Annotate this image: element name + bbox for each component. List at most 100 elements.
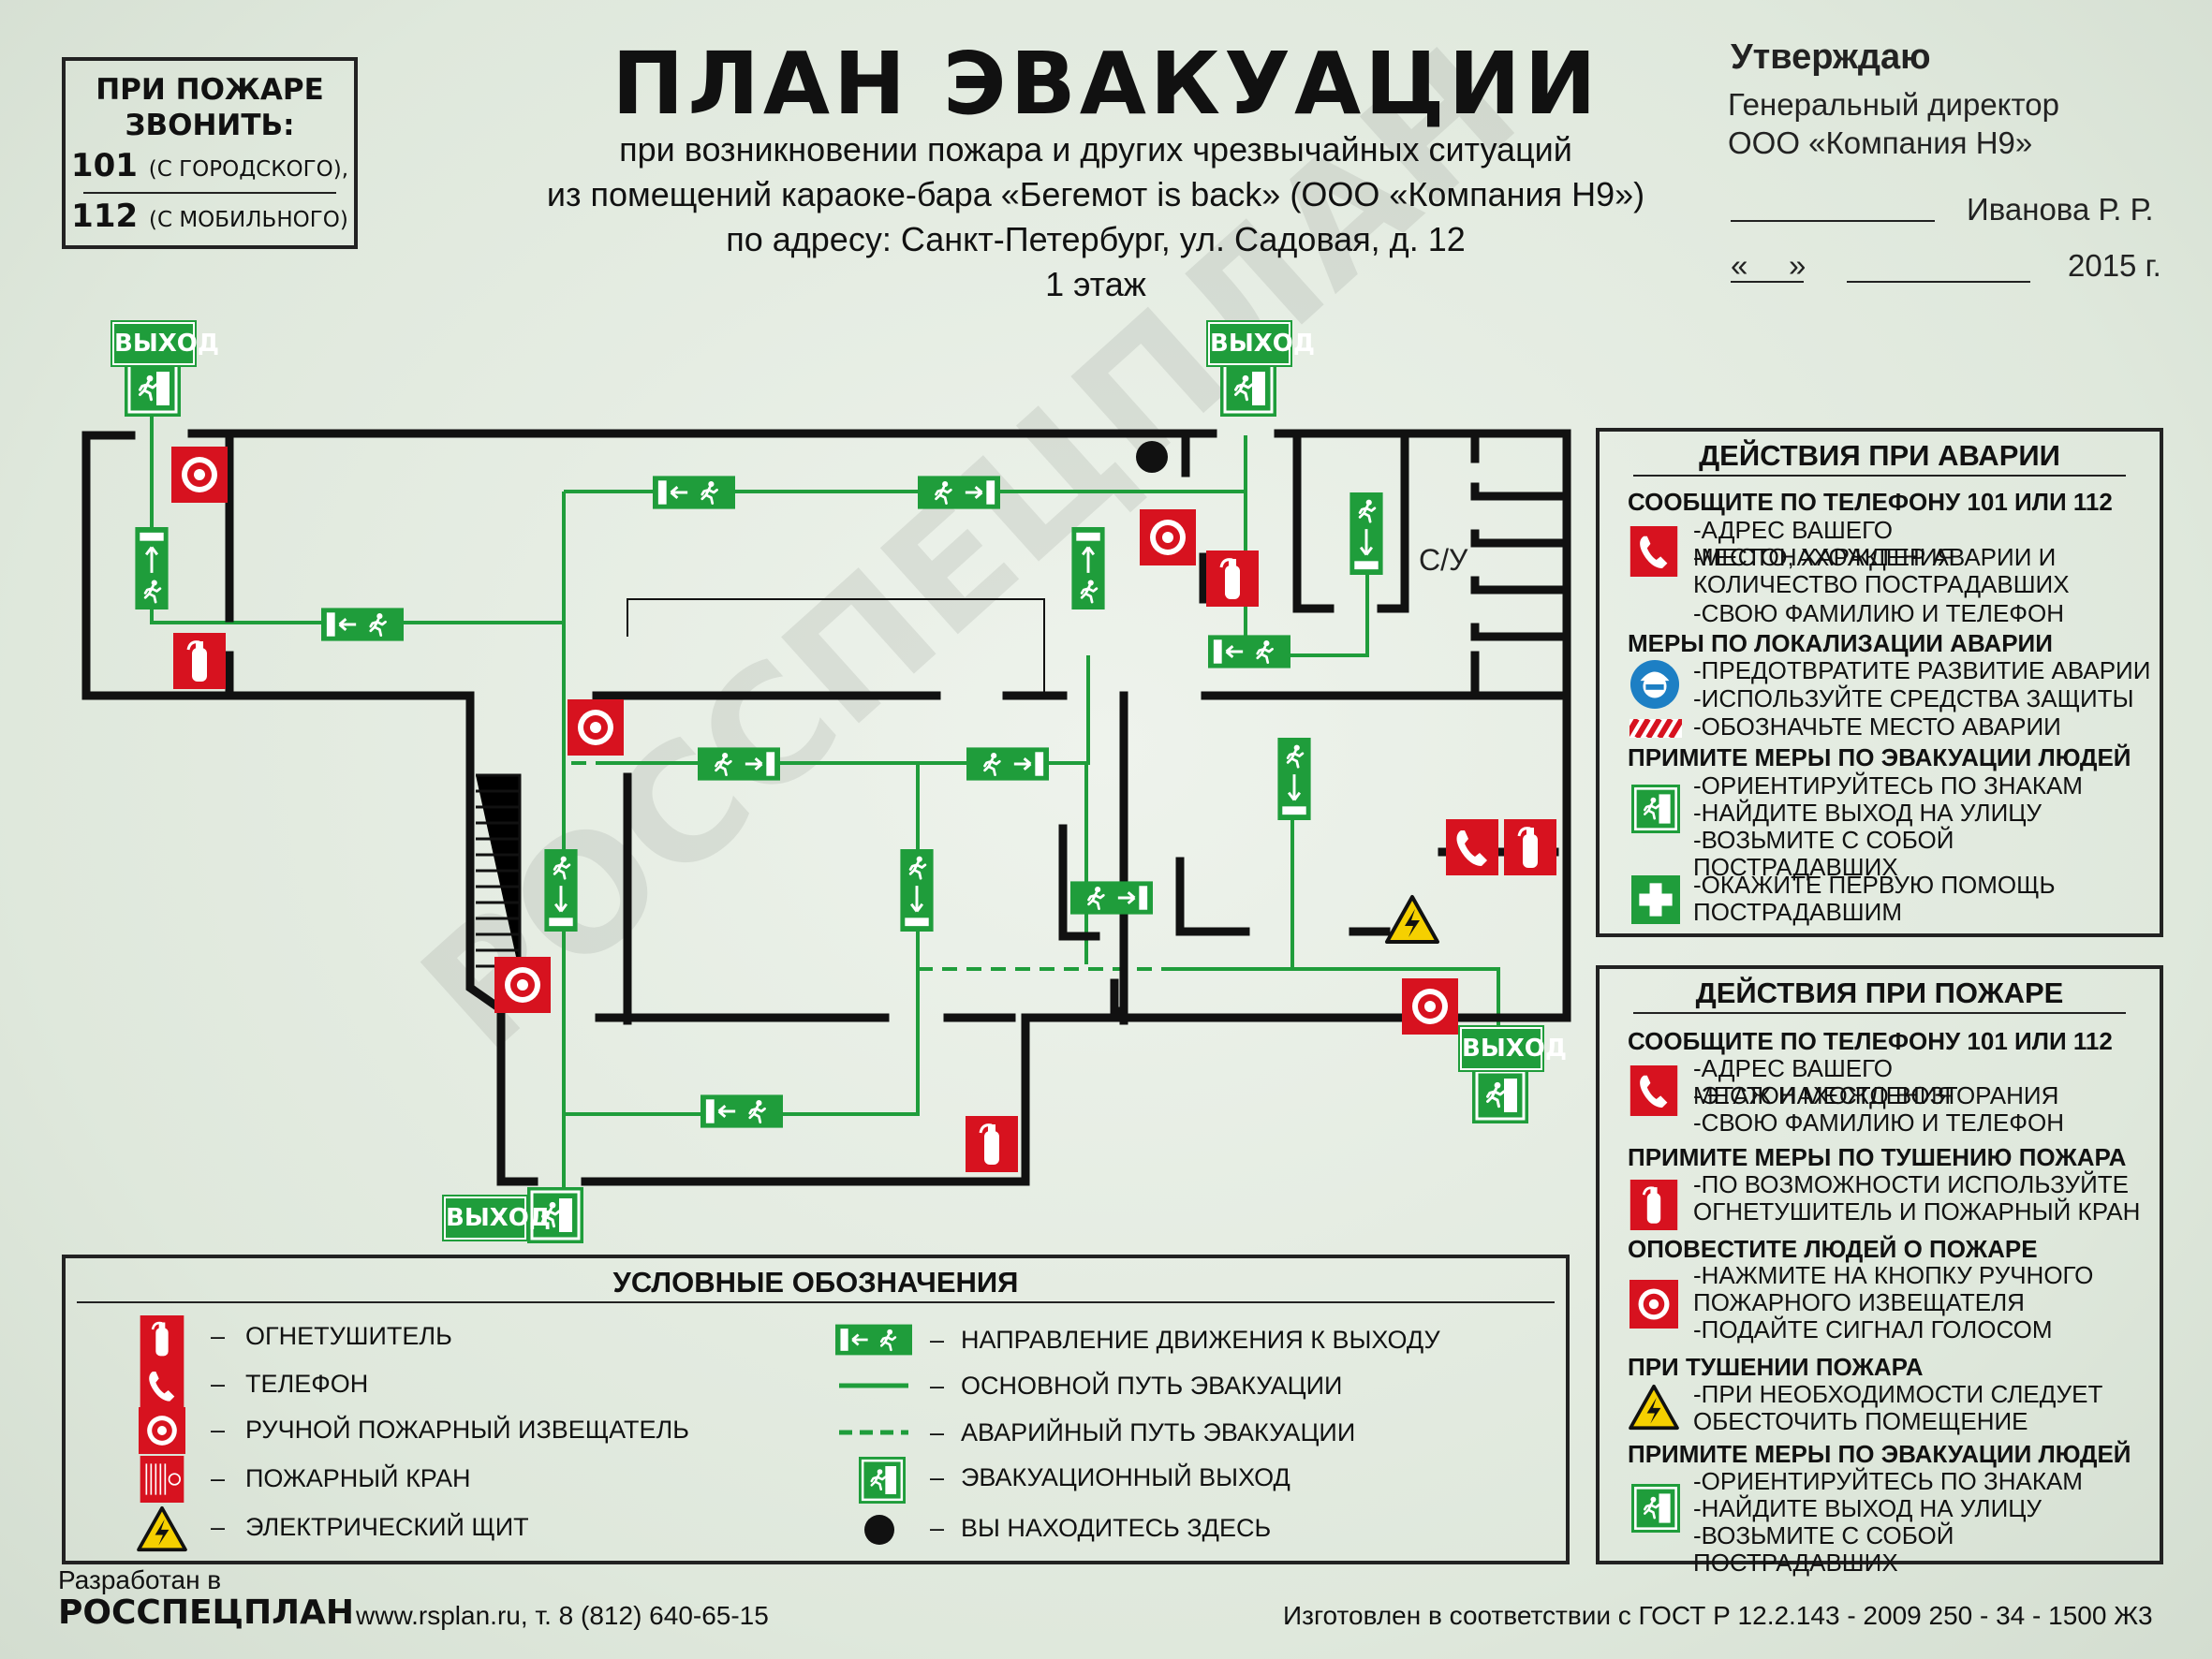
fire-actions-panel: ДЕЙСТВИЯ ПРИ ПОЖАРЕ СООБЩИТЕ ПО ТЕЛЕФОНУ… [1596,965,2163,1577]
direction-down-icon [1277,738,1310,820]
exit-label: ВЫХОД [1208,322,1315,365]
legend-dash: – [930,1418,945,1446]
direction-right-icon [966,747,1049,780]
extinguisher-icon [1205,551,1260,607]
subtitle-line: по адресу: Санкт-Петербург, ул. Садовая,… [726,220,1466,258]
panel-title: ДЕЙСТВИЯ ПРИ АВАРИИ [1633,432,2126,477]
panel-item: -ОРИЕНТИРУЙТЕСЬ ПО ЗНАКАМ [1693,771,2083,800]
direction-down-icon [544,849,577,932]
panel-item: -ПРИ НЕОБХОДИМОСТИ СЛЕДУЕТ [1693,1380,2103,1408]
you-are-here-marker [1136,441,1168,473]
divider [83,192,336,194]
emergency-number: 112 [71,198,139,235]
floor-label: 1 этаж [1045,265,1146,303]
standard-note: Изготовлен в соответствии с ГОСТ Р 12.2.… [1283,1601,2153,1630]
legend-label: ОГНЕТУШИТЕЛЬ [245,1322,452,1350]
subtitle-line: при возникновении пожара и других чрезвы… [619,130,1572,169]
panel-item: -ОКАЖИТЕ ПЕРВУЮ ПОМОЩЬ [1693,871,2056,899]
direction-left-icon [321,608,404,640]
legend-dash: – [211,1513,226,1541]
legend-dash: – [930,1514,945,1542]
exit-icon [1220,360,1276,417]
signature-line [1731,220,1935,222]
exit-label: ВЫХОД [444,1197,551,1240]
legend-dash: – [211,1416,226,1444]
legend-label: НАПРАВЛЕНИЕ ДВИЖЕНИЯ К ВЫХОДУ [961,1326,1440,1354]
panel-item: -АДРЕС ВАШЕГО МЕСТОНАХОЖДЕНИЯ [1693,1054,1955,1109]
contacts: www.rsplan.ru, т. 8 (812) 640-65-15 [356,1601,769,1630]
date-month-line [1847,281,2030,283]
exit-label: ВЫХОД [112,322,219,365]
emergency-call-title: ПРИ ПОЖАРЕ ЗВОНИТЬ: [96,73,324,142]
panel-item: -ВОЗЬМИТЕ С СОБОЙ ПОСТРАДАВШИХ [1693,1521,1954,1577]
panel-title: ДЕЙСТВИЯ ПРИ ПОЖАРЕ [1633,969,2126,1014]
panel-heading: ПРИМИТЕ МЕРЫ ПО ЭВАКУАЦИИ ЛЮДЕЙ [1628,743,2131,771]
approval-name: Иванова Р. Р. [1967,192,2154,227]
panel-item: -НАЖМИТЕ НА КНОПКУ РУЧНОГО [1693,1261,2094,1289]
panel-item: -ВОЗЬМИТЕ С СОБОЙ ПОСТРАДАВШИХ [1693,826,1954,881]
panel-heading: МЕРЫ ПО ЛОКАЛИЗАЦИИ АВАРИИ [1628,629,2053,657]
panel-item: ПОСТРАДАВШИМ [1693,898,1902,926]
legend-you-are-here-icon [864,1515,894,1545]
panel-item: ПОЖАРНОГО ИЗВЕЩАТЕЛЯ [1693,1288,2025,1316]
legend-dash: – [930,1463,945,1491]
panel-heading: СООБЩИТЕ ПО ТЕЛЕФОНУ 101 ИЛИ 112 [1628,1027,2113,1055]
legend-title: УСЛОВНЫЕ ОБОЗНАЧЕНИЯ [77,1258,1555,1303]
emergency-call-box: ПРИ ПОЖАРЕ ЗВОНИТЬ: 101 (С ГОРОДСКОГО), … [62,57,358,249]
panel-heading: ОПОВЕСТИТЕ ЛЮДЕЙ О ПОЖАРЕ [1628,1235,2038,1263]
direction-up-icon [1071,527,1104,609]
emergency-note: (С ГОРОДСКОГО), [148,157,349,182]
panel-item: -МЕСТО, ХАРАКТЕР АВАРИИ И [1693,543,2057,571]
panel-item: -ПО ВОЗМОЖНОСТИ ИСПОЛЬЗУЙТЕ [1693,1170,2129,1198]
panel-heading: ПРИМИТЕ МЕРЫ ПО ЭВАКУАЦИИ ЛЮДЕЙ [1628,1440,2131,1468]
direction-left-icon [700,1094,783,1127]
panel-item: -ПОДАЙТЕ СИГНАЛ ГОЛОСОМ [1693,1315,2053,1343]
direction-down-icon [900,849,933,932]
panel-item: -НАЙДИТЕ ВЫХОД НА УЛИЦУ [1693,1494,2042,1522]
exit-label: ВЫХОД [1460,1027,1567,1070]
walls [81,429,1571,1186]
direction-right-icon [918,476,1000,508]
date-day-line [1731,281,1804,283]
direction-left-icon [1208,635,1290,668]
approval-position: Генеральный директор [1728,87,2059,122]
legend-dash: – [211,1464,226,1492]
panel-item: ОБЕСТОЧИТЬ ПОМЕЩЕНИЕ [1693,1407,2028,1435]
electric-panel-icon [1385,895,1439,944]
legend-label: ПОЖАРНЫЙ КРАН [245,1464,471,1492]
approval-year: 2015 г. [2068,248,2161,283]
legend-label: ВЫ НАХОДИТЕСЬ ЗДЕСЬ [961,1514,1272,1542]
exit-icon [1472,1067,1528,1123]
panel-heading: ПРИМИТЕ МЕРЫ ПО ТУШЕНИЮ ПОЖАРА [1628,1143,2127,1171]
legend-label: АВАРИЙНЫЙ ПУТЬ ЭВАКУАЦИИ [961,1418,1356,1446]
extinguisher-icon [1503,819,1557,875]
panel-item: -ИСПОЛЬЗУЙТЕ СРЕДСТВА ЗАЩИТЫ [1693,684,2134,712]
legend-label: РУЧНОЙ ПОЖАРНЫЙ ИЗВЕЩАТЕЛЬ [245,1416,689,1444]
date-quote-close: » [1789,248,1806,283]
manual-alarm-icon [494,957,551,1013]
legend-dash: – [930,1372,945,1400]
panel-item: ОГНЕТУШИТЕЛЬ И ПОЖАРНЫЙ КРАН [1693,1197,2141,1226]
legend-panel: УСЛОВНЫЕ ОБОЗНАЧЕНИЯ [62,1255,1570,1564]
panel-item: -ОБОЗНАЧЬТЕ МЕСТО АВАРИИ [1693,712,2061,741]
panel-item: -СВОЮ ФАМИЛИЮ И ТЕЛЕФОН [1693,599,2065,627]
legend-label: ТЕЛЕФОН [245,1370,369,1398]
extinguisher-icon [965,1116,1019,1172]
direction-left-icon [653,476,735,508]
legend-dash: – [930,1326,945,1354]
legend-label: ОСНОВНОЙ ПУТЬ ЭВАКУАЦИИ [961,1372,1343,1400]
panel-heading: ПРИ ТУШЕНИИ ПОЖАРА [1628,1353,1924,1381]
panel-item: -АДРЕС ВАШЕГО МЕСТОНАХОЖДЕНИЯ [1693,516,1955,571]
manual-alarm-icon [568,699,624,756]
panel-item: -ОРИЕНТИРУЙТЕСЬ ПО ЗНАКАМ [1693,1467,2083,1495]
subtitle-line: из помещений караоке-бара «Бегемот is ba… [546,175,1645,213]
panel-item: -НАЙДИТЕ ВЫХОД НА УЛИЦУ [1693,799,2042,827]
page-title: ПЛАН ЭВАКУАЦИИ [612,34,1600,134]
exit-icon [125,360,181,417]
approval-company: ООО «Компания Н9» [1728,125,2033,160]
legend-dash: – [211,1370,226,1398]
panel-item: -ПРЕДОТВРАТИТЕ РАЗВИТИЕ АВАРИИ [1693,656,2151,684]
manual-alarm-icon [171,447,228,503]
legend-label: ЭЛЕКТРИЧЕСКИЙ ЩИТ [245,1513,529,1541]
